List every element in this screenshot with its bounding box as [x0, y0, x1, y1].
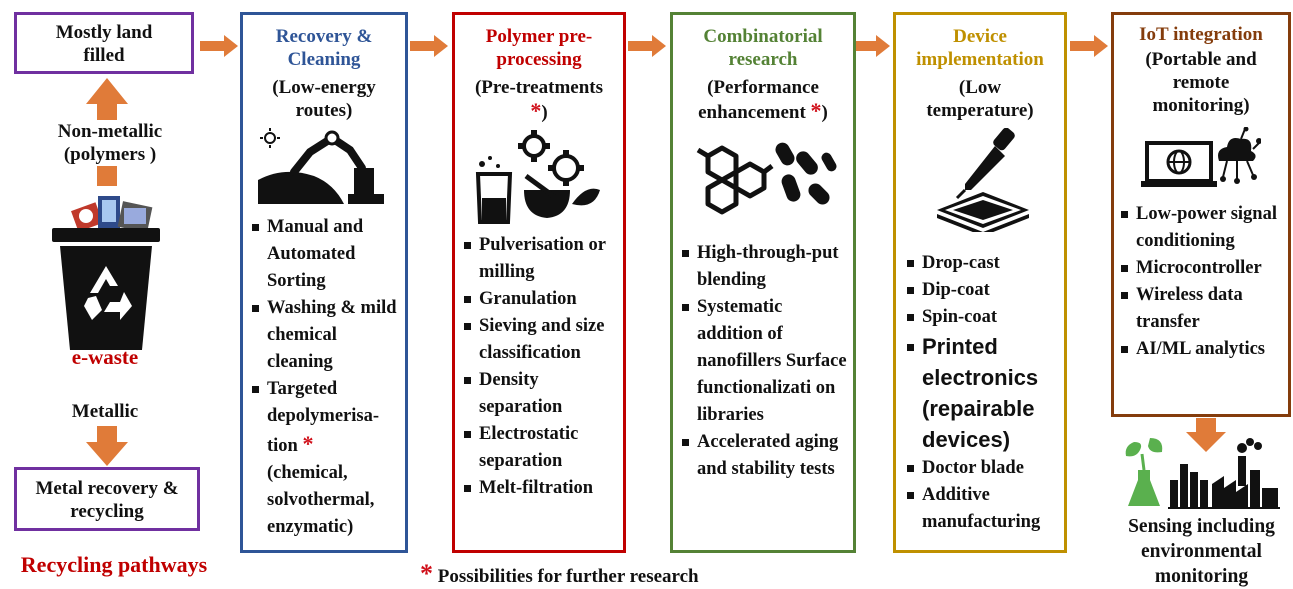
- list-item: Low-power signal conditioning: [1120, 201, 1286, 255]
- list-item: AI/ML analytics: [1120, 336, 1286, 363]
- arrow-right-3: [628, 35, 666, 57]
- stage-combinatorial-title: Combinatorial research: [703, 26, 823, 70]
- list-item: Accelerated aging and stability tests: [681, 429, 849, 483]
- stage-device-subtitle: (Low temperature): [926, 77, 1034, 121]
- stage-combinatorial-subtitle: (Performance enhancement *): [698, 77, 828, 123]
- list-item: Spin-coat: [906, 304, 1060, 331]
- star-mark: *: [530, 98, 542, 123]
- stage-iot-title: IoT integration: [1139, 24, 1263, 45]
- stage-iot-subtitle: (Portable and remote monitoring): [1145, 49, 1257, 116]
- stage-device-list: Drop-cast Dip-coat Spin-coat Printed ele…: [896, 232, 1064, 536]
- molecule-icon: [696, 142, 837, 215]
- recycle-bin-icon: [52, 196, 160, 350]
- arrow-right-2: [410, 35, 448, 57]
- list-item: Doctor blade: [906, 455, 1060, 482]
- list-item: Washing & mild chemical cleaning: [251, 295, 401, 376]
- list-item: (chemical, solvothermal, enzymatic): [267, 463, 375, 537]
- stage-iot-list: Low-power signal conditioning Microcontr…: [1114, 189, 1288, 363]
- list-item: Sieving and size classification: [463, 313, 619, 367]
- landfill-label: Mostly land filled: [55, 22, 153, 66]
- stage-recovery-cleaning: Recovery & Cleaning (Low-energy routes) …: [240, 12, 408, 553]
- list-item: Density separation: [463, 367, 619, 421]
- stage-combinatorial-research: Combinatorial research (Performance enha…: [670, 12, 856, 553]
- list-item: High-through-put blending: [681, 240, 849, 294]
- list-item: Granulation: [463, 286, 619, 313]
- arrow-right-4: [852, 35, 890, 57]
- stage-polymer-list: Pulverisation or milling Granulation Sie…: [455, 224, 623, 502]
- list-item: Melt-filtration: [463, 475, 619, 502]
- stage-polymer-subtitle: (Pre-treatments *): [474, 77, 603, 123]
- landfill-box: Mostly land filled: [14, 12, 194, 74]
- star-mark: *: [810, 98, 822, 123]
- list-item: Targeted depolymerisa-tion *: [251, 376, 401, 460]
- arrow-right-1: [200, 35, 238, 57]
- stage-polymer-title: Polymer pre-processing: [485, 26, 593, 70]
- down-arrow: [86, 426, 128, 466]
- sensing-label: Sensing including environmental monitori…: [1128, 516, 1275, 587]
- list-item: Electrostatic separation: [463, 421, 619, 475]
- list-item: Systematic addition of nanofillers Surfa…: [681, 294, 849, 429]
- metal-recovery-label: Metal recovery & recycling: [35, 478, 179, 522]
- list-item: Dip-coat: [906, 277, 1060, 304]
- environment-factory-icon: [1125, 438, 1280, 509]
- list-item: Additive manufacturing: [906, 482, 1060, 536]
- stage-combinatorial-list: High-through-put blending Systematic add…: [673, 220, 853, 483]
- list-item: Manual and Automated Sorting: [251, 214, 401, 295]
- star-mark: *: [420, 559, 433, 588]
- stage-polymer-preprocessing: Polymer pre-processing (Pre-treatments *…: [452, 12, 626, 553]
- non-metallic-label: Non-metallic (polymers ): [30, 120, 190, 166]
- stage-recovery-list: Manual and Automated Sorting Washing & m…: [243, 204, 405, 541]
- laptop-cloud-icon: [1141, 127, 1261, 187]
- lab-gears-icon: [475, 130, 600, 224]
- list-item: Printed electronics (repairable devices): [906, 331, 1060, 455]
- ewaste-label: e-waste: [71, 345, 139, 369]
- iot-down-arrow: [1186, 418, 1226, 452]
- metal-recovery-box: Metal recovery & recycling: [14, 467, 200, 531]
- footnote-text: Possibilities for further research: [437, 566, 699, 587]
- stage-device-implementation: Device implementation (Low temperature) …: [893, 12, 1067, 553]
- list-item: Microcontroller: [1120, 255, 1286, 282]
- list-item: Drop-cast: [906, 250, 1060, 277]
- stage-recovery-title: Recovery & Cleaning: [275, 26, 373, 70]
- dropper-layers-icon: [937, 128, 1029, 232]
- list-item: Pulverisation or milling: [463, 232, 619, 286]
- recycling-pathways-label: Recycling pathways: [20, 552, 208, 577]
- footnote: * Possibilities for further research: [420, 559, 820, 589]
- stage-device-title: Device implementation: [916, 26, 1044, 70]
- metallic-label: Metallic: [71, 401, 139, 422]
- list-item: Wireless data transfer: [1120, 282, 1286, 336]
- star-mark: *: [302, 431, 314, 456]
- robot-arm-icon: [258, 128, 384, 204]
- stage-recovery-subtitle: (Low-energy routes): [272, 77, 376, 121]
- arrow-right-5: [1070, 35, 1108, 57]
- stage-iot-integration: IoT integration (Portable and remote mon…: [1111, 12, 1291, 417]
